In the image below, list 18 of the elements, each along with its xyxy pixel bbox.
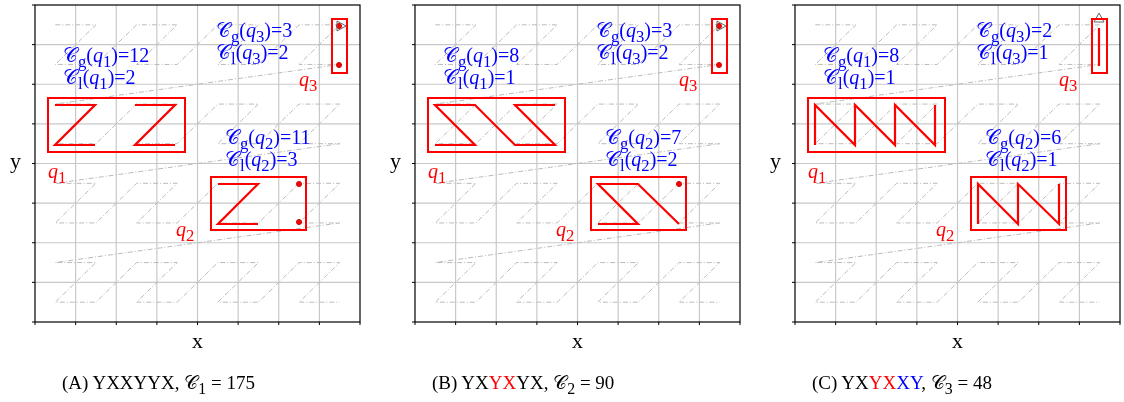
query-label: q$_{1}$ (428, 160, 447, 189)
subfigure-caption: (C) YXYXXY, 𝒞$_{3}$ = 48 (812, 372, 992, 399)
query-label: q$_{2}$ (936, 218, 955, 247)
query-label: q$_{3}$ (299, 68, 318, 97)
subfigure-caption: (A) YXXYYX, 𝒞$_{1}$ = 175 (62, 372, 255, 399)
x-axis-label: x (572, 330, 583, 352)
query-label: q$_{1}$ (48, 160, 67, 189)
y-axis-label: y (390, 150, 401, 172)
query-label: q$_{3}$ (1059, 68, 1078, 97)
query-label: q$_{3}$ (679, 68, 698, 97)
x-axis-label: x (952, 330, 963, 352)
y-axis-label: y (10, 150, 21, 172)
query-label: q$_{1}$ (808, 160, 827, 189)
x-axis-label: x (192, 330, 203, 352)
subfigure-caption: (B) YXYXYX, 𝒞$_{2}$ = 90 (432, 372, 615, 399)
y-axis-label: y (770, 150, 781, 172)
query-label: q$_{2}$ (176, 218, 195, 247)
query-label: q$_{2}$ (556, 218, 575, 247)
